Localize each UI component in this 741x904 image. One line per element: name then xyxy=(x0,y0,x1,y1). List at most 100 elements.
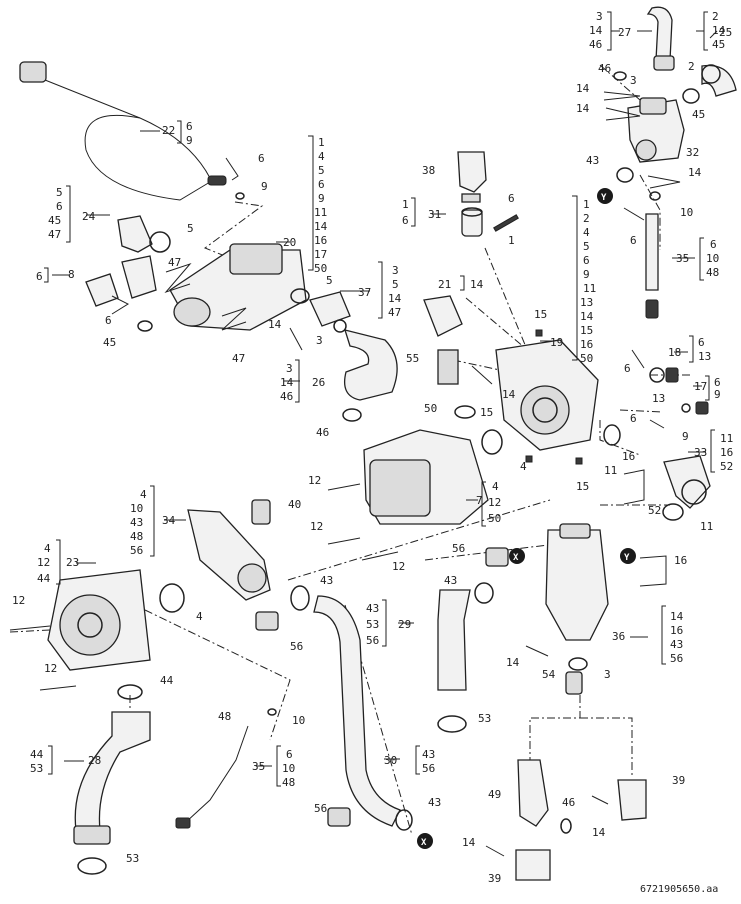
part-38-air-vent xyxy=(457,151,487,203)
callout-31: 31 xyxy=(428,208,441,221)
callout-34: 34 xyxy=(162,514,176,527)
group-22-line-2: 9 xyxy=(186,134,193,147)
callout-43-top: 43 xyxy=(586,154,599,167)
callout-12-b: 12 xyxy=(310,520,323,533)
group-20-line-10: 50 xyxy=(314,262,327,275)
callout-17: 17 xyxy=(694,380,707,393)
group-27-line-3: 46 xyxy=(589,38,602,51)
part-37-fitting xyxy=(309,291,351,327)
part-29-pipe xyxy=(437,589,471,691)
callout-11-b: 11 xyxy=(700,520,713,533)
group-17-line-2: 9 xyxy=(714,388,721,401)
callout-46-b: 46 xyxy=(562,796,575,809)
callout-9-b: 9 xyxy=(682,430,689,443)
callout-43-b: 43 xyxy=(444,574,457,587)
group-19-line-7: 11 xyxy=(583,282,596,295)
group-8-line-1: 6 xyxy=(36,270,43,283)
callout-6-e: 6 xyxy=(630,412,637,425)
group-20-line-1: 1 xyxy=(318,136,325,149)
group-31-line-2: 6 xyxy=(402,214,409,227)
group-34-line-3: 43 xyxy=(130,516,143,529)
callout-10-top: 10 xyxy=(680,206,693,219)
callout-18: 18 xyxy=(668,346,681,359)
group-19-line-12: 50 xyxy=(580,352,593,365)
callout-28: 28 xyxy=(88,754,101,767)
group-25-line-3: 45 xyxy=(712,38,725,51)
group-27-line-2: 14 xyxy=(589,24,603,37)
marker-x-middle: X xyxy=(509,548,525,564)
callout-36: 36 xyxy=(612,630,625,643)
part-8-valve-tap xyxy=(85,255,157,307)
group-23-line-2: 12 xyxy=(37,556,50,569)
callout-27: 27 xyxy=(618,26,631,39)
callout-6-right: 6 xyxy=(630,234,637,247)
group-20-line-8: 16 xyxy=(314,234,327,247)
callout-15-c: 15 xyxy=(576,480,589,493)
callout-47-a: 47 xyxy=(168,256,181,269)
callout-12-e: 12 xyxy=(44,662,57,675)
group-20-line-5: 9 xyxy=(318,192,325,205)
group-19-line-1: 1 xyxy=(583,198,590,211)
callout-43-a: 43 xyxy=(320,574,333,587)
part-30-pipe xyxy=(313,595,401,827)
callout-38: 38 xyxy=(422,164,435,177)
group-20-line-6: 11 xyxy=(314,206,327,219)
callout-35-top: 35 xyxy=(676,252,689,265)
callout-39-a: 39 xyxy=(672,774,685,787)
part-21-valve-head xyxy=(423,295,463,385)
callout-50: 50 xyxy=(424,402,437,415)
group-33-line-2: 16 xyxy=(720,446,733,459)
part-24-connector xyxy=(117,215,171,253)
group-37-line-2: 5 xyxy=(392,278,399,291)
callout-14-d: 14 xyxy=(268,318,282,331)
callout-3-b: 3 xyxy=(604,668,611,681)
group-33-line-1: 11 xyxy=(720,432,733,445)
part-28-pipe-bend xyxy=(73,711,151,845)
callout-25: 25 xyxy=(719,26,732,39)
group-20-line-9: 17 xyxy=(314,248,327,261)
group-19-line-9: 14 xyxy=(580,310,594,323)
group-19-line-6: 9 xyxy=(583,268,590,281)
part-33-elbow xyxy=(663,455,711,509)
callout-6-c: 6 xyxy=(105,314,112,327)
callout-1-a: 1 xyxy=(508,234,515,247)
part-31-fitting xyxy=(461,207,483,237)
group-30-line-2: 56 xyxy=(422,762,435,775)
callout-37: 37 xyxy=(358,286,371,299)
group-19-line-4: 5 xyxy=(583,240,590,253)
part-23-pump-head xyxy=(47,569,151,671)
callout-4-a: 4 xyxy=(520,460,527,473)
group-34-line-4: 48 xyxy=(130,530,143,543)
group-7-line-3: 50 xyxy=(488,512,501,525)
callout-16-b: 16 xyxy=(674,554,687,567)
callout-40: 40 xyxy=(288,498,301,511)
group-29-line-2: 53 xyxy=(366,618,379,631)
callout-4-b: 4 xyxy=(196,610,203,623)
small-caps xyxy=(255,213,709,827)
callout-14-f: 14 xyxy=(506,656,520,669)
svg-text:Y: Y xyxy=(601,193,607,203)
group-37-line-4: 47 xyxy=(388,306,401,319)
callout-49: 49 xyxy=(488,788,501,801)
group-25-line-1: 2 xyxy=(712,10,719,23)
group-35b-line-3: 48 xyxy=(282,776,295,789)
group-36-line-4: 56 xyxy=(670,652,683,665)
callout-53-a: 53 xyxy=(478,712,491,725)
group-35a-line-3: 48 xyxy=(706,266,719,279)
group-20-line-2: 4 xyxy=(318,150,325,163)
group-28-line-2: 53 xyxy=(30,762,43,775)
callout-10-b: 10 xyxy=(292,714,305,727)
svg-text:X: X xyxy=(513,553,519,563)
callout-26: 26 xyxy=(312,376,325,389)
group-17-line-1: 6 xyxy=(714,376,721,389)
callout-5-a: 5 xyxy=(187,222,194,235)
callout-15-a: 15 xyxy=(534,308,547,321)
group-7-line-1: 4 xyxy=(492,480,499,493)
rings xyxy=(77,71,700,875)
callout-39-b: 39 xyxy=(488,872,501,885)
callout-53-b: 53 xyxy=(126,852,139,865)
callout-5-b: 5 xyxy=(326,274,333,287)
group-35b-line-1: 6 xyxy=(286,748,293,761)
part-27-pipe-bend xyxy=(646,6,675,71)
